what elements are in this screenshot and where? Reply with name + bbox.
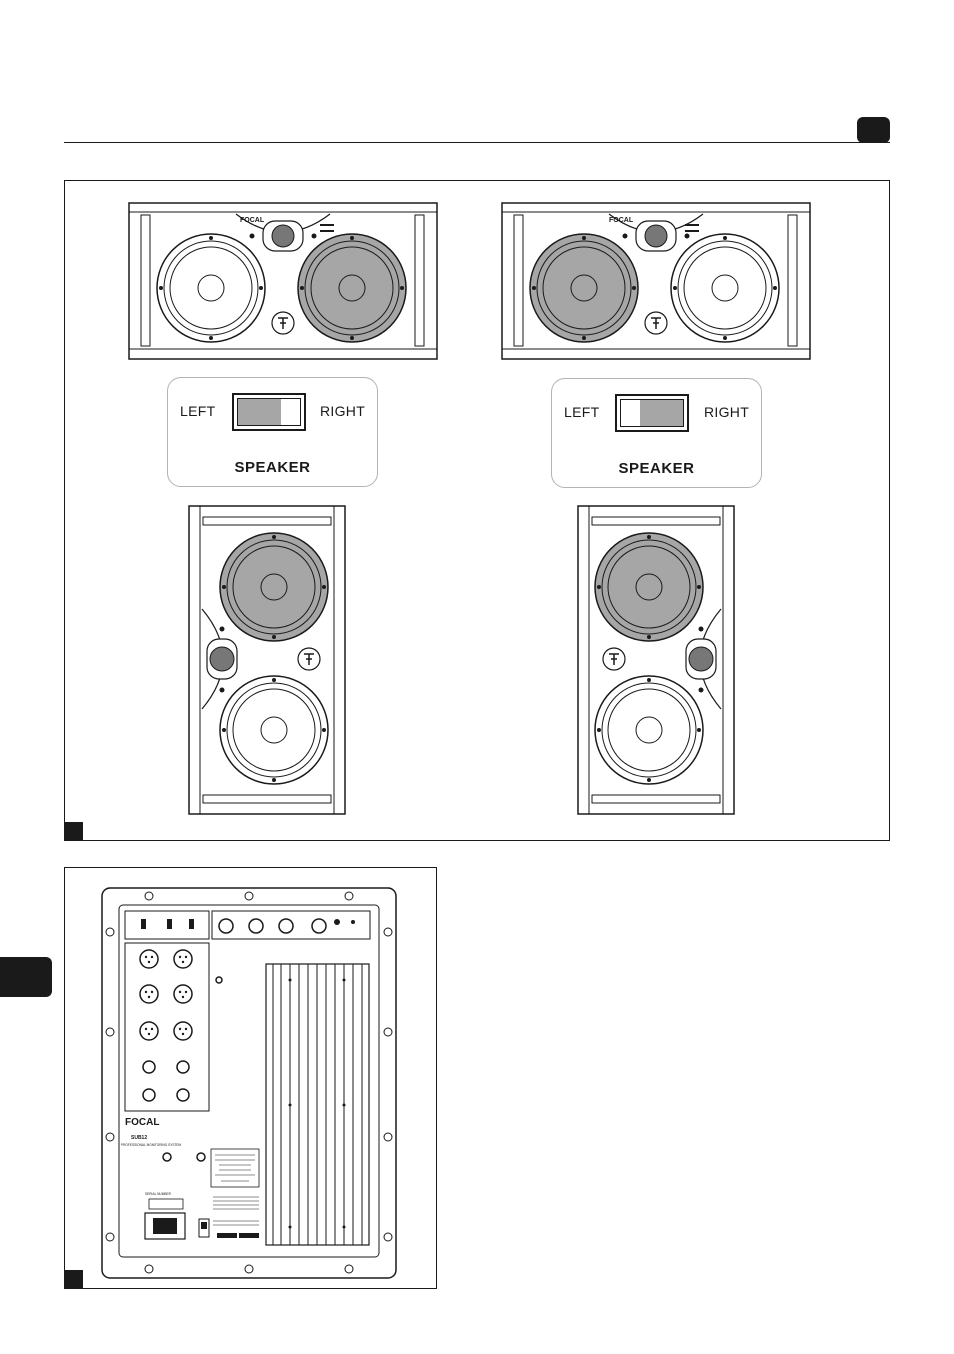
subwoofer-rear-panel-illustration: FOCAL SUB12 PROFESSIONAL MONITORING SYST… xyxy=(101,887,397,1279)
figure-marker xyxy=(65,1270,83,1288)
speaker-switch-panel-right: LEFT RIGHT SPEAKER xyxy=(551,378,762,488)
switch-title: SPEAKER xyxy=(618,460,695,477)
switch-title: SPEAKER xyxy=(234,459,311,476)
panel-screws xyxy=(105,891,393,1274)
figure-speaker-orientation: FOCAL FOCAL xyxy=(64,180,890,841)
tweeter-icon xyxy=(271,224,295,248)
speaker-switch-toggle[interactable] xyxy=(615,394,689,432)
vertical-speaker-left-config xyxy=(188,505,346,815)
figure-subwoofer-rear-panel: FOCAL SUB12 PROFESSIONAL MONITORING SYST… xyxy=(64,867,437,1289)
section-side-tab xyxy=(0,957,52,997)
xlr-connector-icon xyxy=(139,949,193,1041)
power-switch xyxy=(198,1218,210,1238)
switch-left-label: LEFT xyxy=(180,403,216,419)
tweeter-icon xyxy=(209,646,235,672)
horizontal-speaker-left-config: FOCAL xyxy=(128,202,438,360)
switch-thumb-right xyxy=(640,400,683,426)
model-name: SUB12 xyxy=(131,1135,147,1141)
switch-right-label: RIGHT xyxy=(704,404,750,420)
control-knobs xyxy=(218,918,327,934)
speaker-switch-panel-left: LEFT RIGHT SPEAKER xyxy=(167,377,378,487)
horizontal-speaker-right-config: FOCAL xyxy=(501,202,811,360)
power-socket-icon xyxy=(144,1212,186,1240)
product-tagline: PROFESSIONAL MONITORING SYSTEM xyxy=(121,1143,182,1147)
switch-left-label: LEFT xyxy=(564,404,600,420)
serial-number-label: SERIAL NUMBER xyxy=(145,1192,172,1196)
vertical-speaker-right-config xyxy=(577,505,735,815)
header-rule xyxy=(64,142,890,143)
switch-right-label: RIGHT xyxy=(320,403,366,419)
tweeter-icon xyxy=(688,646,714,672)
jack-connectors xyxy=(142,1060,190,1102)
tweeter-icon xyxy=(644,224,668,248)
focal-logo-icon: FOCAL xyxy=(125,1117,159,1128)
page-number-tab xyxy=(857,117,890,143)
figure-marker xyxy=(65,822,83,840)
focal-logo-icon: FOCAL xyxy=(240,217,265,224)
switch-thumb-left xyxy=(238,399,281,425)
speaker-switch-toggle[interactable] xyxy=(232,393,306,431)
focal-logo-icon: FOCAL xyxy=(609,217,634,224)
